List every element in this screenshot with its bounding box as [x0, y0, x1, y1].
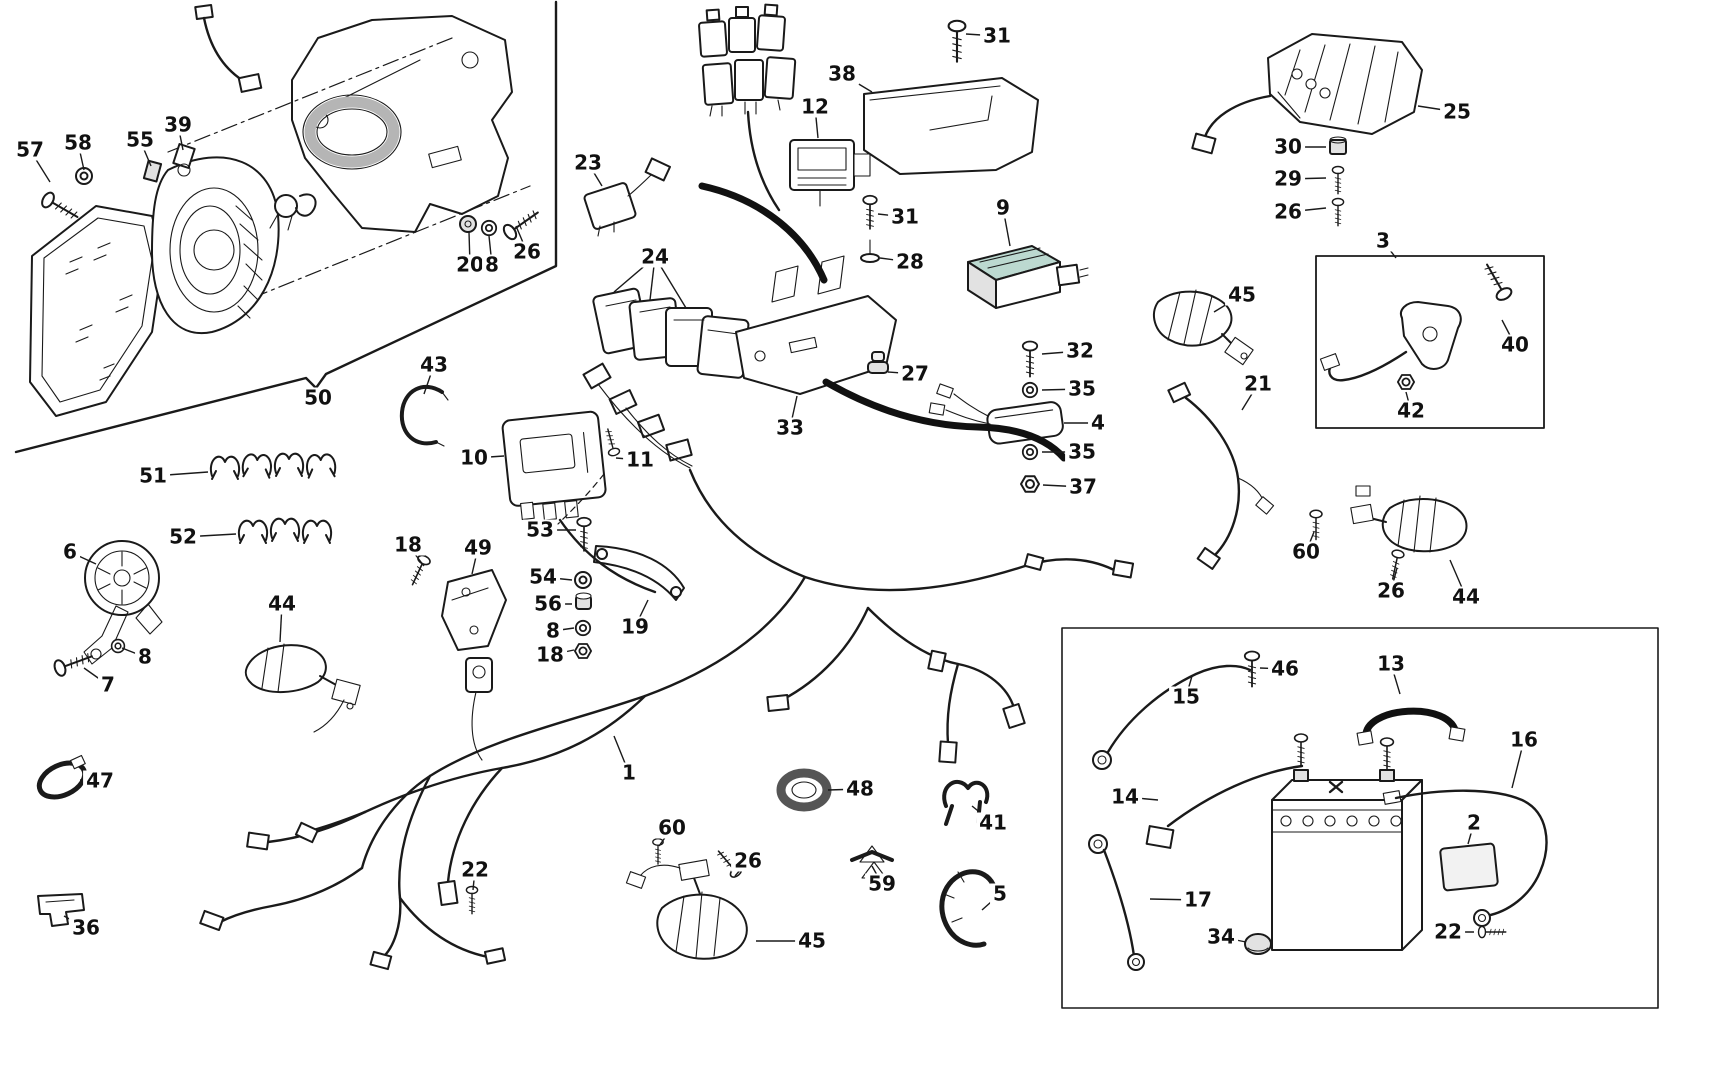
- push-rivet-59: [850, 845, 894, 894]
- turn-signal-left: [244, 643, 361, 733]
- bulb-pigtail: [142, 3, 263, 183]
- clip-36: [37, 893, 85, 927]
- clip-5: [939, 869, 998, 948]
- horn: [51, 540, 163, 679]
- grommet-48: [776, 768, 832, 812]
- clip-row-52: [237, 517, 333, 544]
- sensor-box: [1315, 255, 1545, 429]
- mounting-bracket: [291, 15, 513, 233]
- bulb-and-hook: [269, 193, 317, 231]
- relay-23: [583, 157, 672, 237]
- turn-signal-right: [1309, 485, 1468, 581]
- strap-bracket-19: [574, 516, 685, 659]
- headlight-housing: [151, 156, 280, 335]
- ecu: [967, 245, 1089, 309]
- wiring-harness: [199, 182, 1135, 971]
- headlight-lens: [29, 205, 164, 417]
- relay-group: [582, 287, 750, 469]
- regulator: [928, 340, 1064, 493]
- relay-cluster-top: [698, 3, 797, 212]
- bracket-49: [405, 552, 507, 761]
- cover-38: [863, 19, 1039, 175]
- control-unit: [501, 410, 622, 525]
- component-12: [789, 139, 871, 207]
- battery-section: [1061, 627, 1659, 1009]
- screw-22: [465, 885, 479, 915]
- sub-harness-21: [1167, 381, 1275, 570]
- turn-signal-bottom: [625, 838, 748, 960]
- turn-signal-upper-right: [1153, 289, 1254, 366]
- band-clamp-47: [36, 754, 88, 800]
- section-brace: [14, 0, 558, 454]
- gasket-ring: [302, 94, 402, 170]
- tail-light: [1191, 33, 1423, 227]
- clip-row-51: [209, 452, 337, 480]
- bracket-fasteners: [459, 204, 544, 243]
- clip-41: [942, 780, 990, 826]
- bracket-33: [735, 194, 897, 395]
- c-clip: [399, 384, 449, 447]
